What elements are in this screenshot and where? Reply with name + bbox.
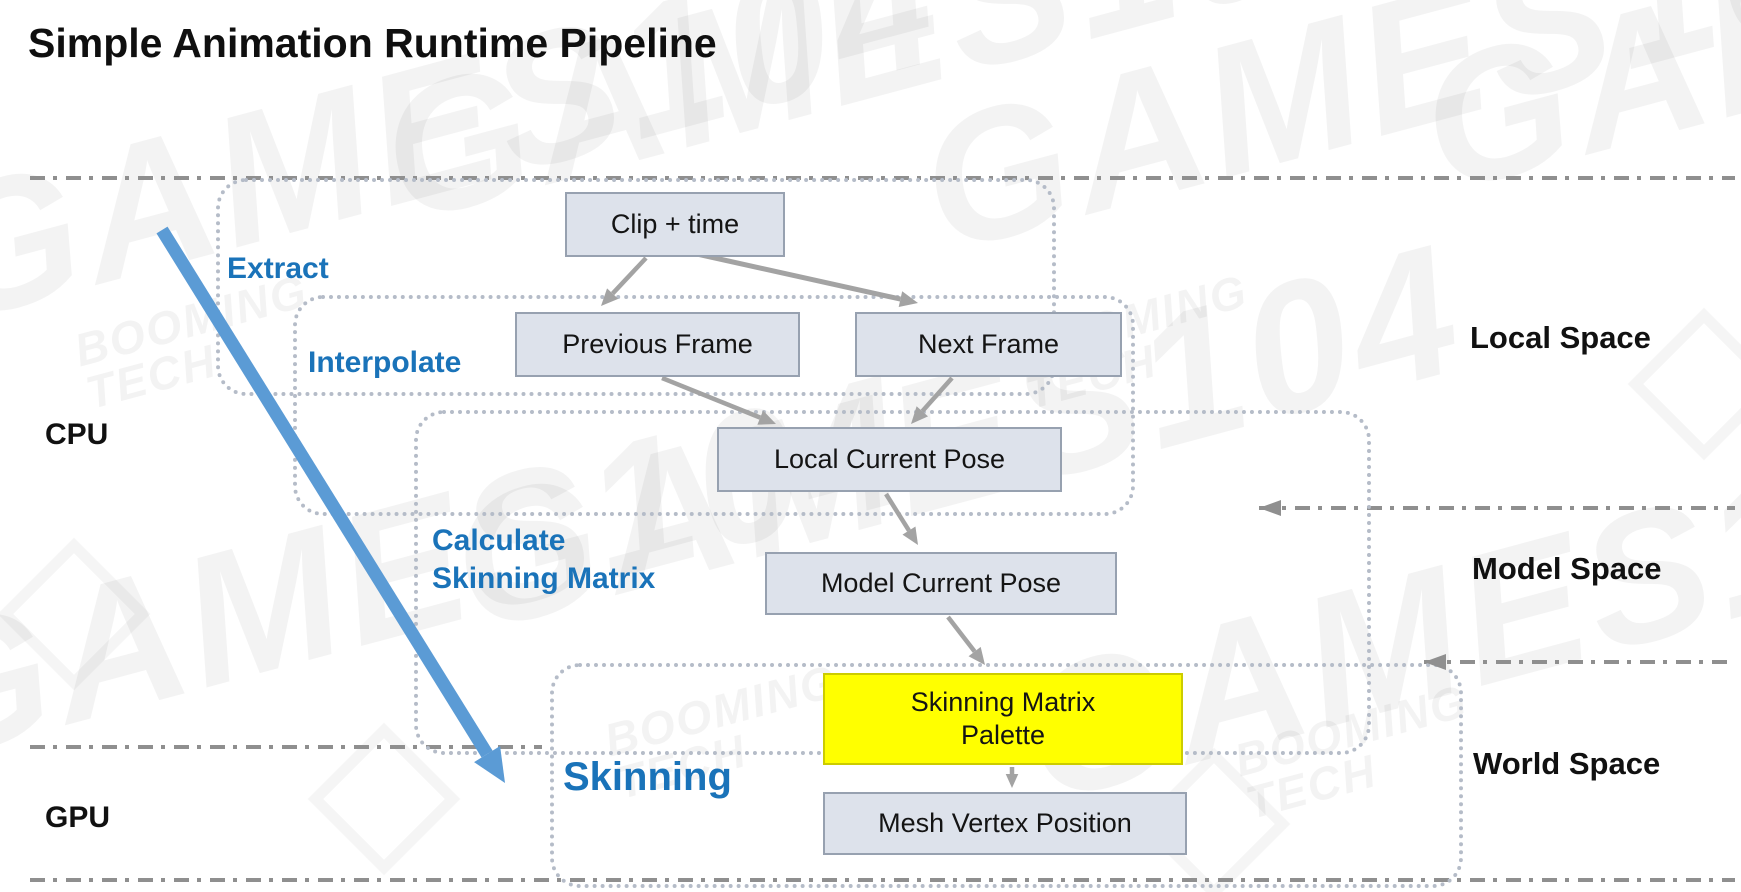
space-label-world: World Space (1473, 746, 1661, 781)
page-title: Simple Animation Runtime Pipeline (28, 20, 717, 66)
node-next-frame: Next Frame (855, 312, 1122, 377)
lane-label-cpu: CPU (45, 418, 109, 451)
divider-model-world-space (1424, 660, 1735, 664)
node-previous-frame: Previous Frame (515, 312, 800, 377)
watermark-games104: GAMES104 (1400, 0, 1741, 235)
stage-label-skinning: Skinning (563, 755, 732, 799)
node-clip-time: Clip + time (565, 192, 785, 257)
stage-label-interpolate: Interpolate (308, 346, 462, 379)
group-skinning (550, 663, 1463, 888)
space-label-model: Model Space (1472, 551, 1662, 586)
node-skinning-matrix-palette: Skinning Matrix Palette (823, 673, 1183, 765)
divider-bottom (30, 878, 1735, 882)
node-mesh-vertex-position: Mesh Vertex Position (823, 792, 1187, 855)
divider-local-model-space (1259, 506, 1735, 510)
node-skinning-matrix-palette-line2: Palette (960, 720, 1046, 750)
node-model-current-pose: Model Current Pose (765, 552, 1117, 615)
stage-label-calculate-line2: Skinning Matrix (432, 562, 656, 595)
stage-label-calculate-skinning-matrix: Calculate Skinning Matrix (432, 522, 655, 598)
space-label-local: Local Space (1470, 320, 1651, 355)
stage-label-extract: Extract (227, 252, 329, 285)
lane-label-gpu: GPU (45, 801, 111, 834)
node-skinning-matrix-palette-line1: Skinning Matrix (910, 687, 1096, 717)
stage-label-calculate-line1: Calculate (432, 524, 566, 557)
node-local-current-pose: Local Current Pose (717, 427, 1062, 492)
